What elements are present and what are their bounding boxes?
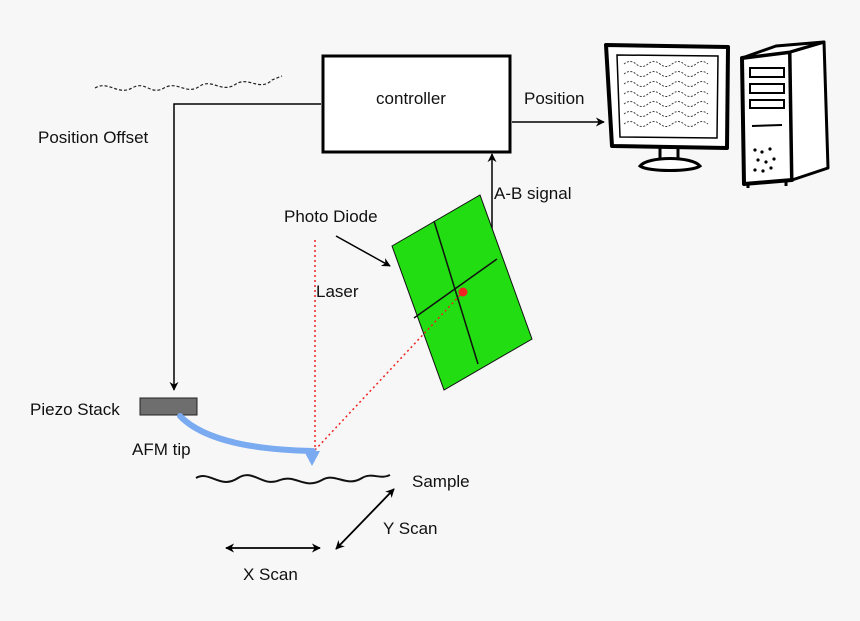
input-signal-wave (94, 75, 283, 91)
tower-legs (746, 181, 788, 188)
position-label: Position (524, 89, 584, 108)
photodiode-divider-vertical (433, 220, 479, 365)
x-scan-label: X Scan (243, 565, 298, 584)
drive-bay-3 (749, 99, 785, 109)
y-scan-arrow (335, 488, 395, 550)
laser-label: Laser (316, 282, 359, 301)
monitor-screen (616, 54, 719, 139)
tower-slot (751, 124, 783, 127)
sample-label: Sample (412, 472, 470, 491)
position-offset-label: Position Offset (38, 128, 149, 147)
monitor-base (637, 157, 703, 172)
controller-box (321, 54, 512, 154)
drive-bay-2 (749, 83, 785, 94)
piezo-stack (139, 397, 198, 416)
afm-tip (304, 451, 320, 466)
afm-tip-label: AFM tip (132, 440, 191, 459)
sample-surface (195, 474, 391, 485)
computer-icon (604, 40, 830, 188)
computer-tower-side (788, 40, 830, 182)
controller-label: controller (376, 89, 446, 108)
piezo-stack-label: Piezo Stack (30, 400, 120, 419)
afm-cantilever (177, 413, 316, 454)
position-offset-line (169, 103, 321, 391)
laser-beam-reflected (314, 291, 464, 451)
computer-tower-top (740, 40, 826, 60)
drive-bay-1 (749, 67, 785, 78)
photodiode-divider-horizontal (413, 258, 498, 319)
y-scan-label: Y Scan (383, 519, 438, 538)
tower-vents (753, 147, 776, 173)
photo-diode-pointer (335, 235, 391, 267)
photo-diode-label: Photo Diode (284, 207, 378, 226)
monitor-screen-waves (623, 61, 709, 127)
ab-signal-label: A-B signal (494, 184, 571, 203)
